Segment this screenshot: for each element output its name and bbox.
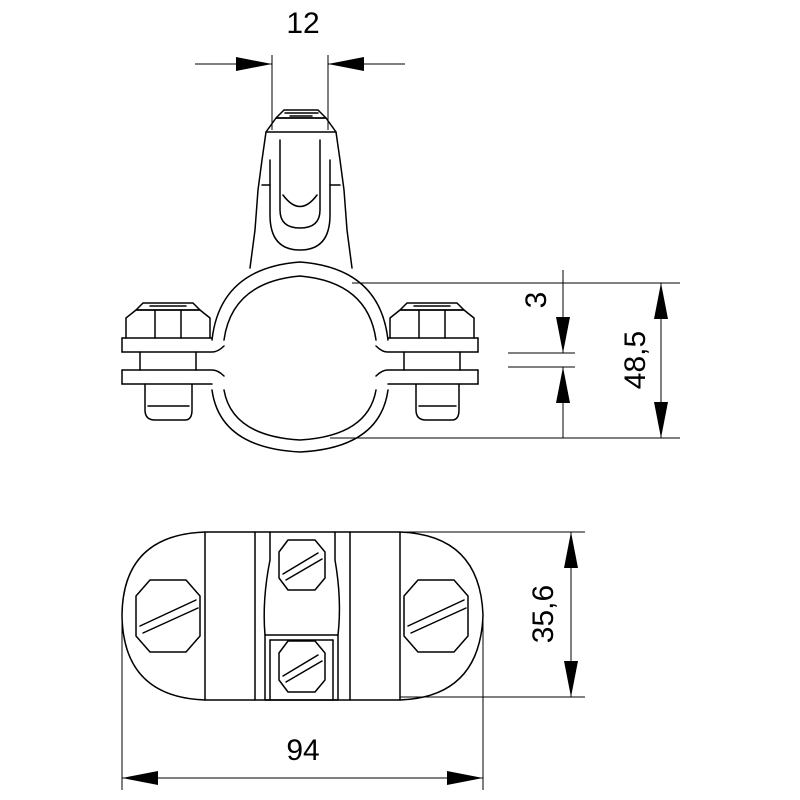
hex-bolt-right (403, 579, 469, 653)
dimension-clamp-height: 48,5 (330, 282, 680, 439)
dimension-label-35-6: 35,6 (527, 585, 560, 643)
clamp-front-view (121, 109, 479, 453)
hex-bolt-center (278, 640, 326, 693)
hex-bolt-top (278, 539, 326, 591)
clamp-band (121, 261, 479, 453)
dimension-label-3: 3 (520, 292, 553, 309)
hex-bolt-left (135, 579, 201, 653)
dimension-base-height: 35,6 (400, 531, 585, 698)
dimension-band-thickness: 3 (508, 270, 575, 438)
top-bolt (249, 109, 353, 269)
left-bolt (125, 302, 211, 421)
right-bolt (389, 302, 475, 421)
dimension-label-94: 94 (286, 734, 319, 767)
dimension-label-12: 12 (286, 7, 319, 40)
dimension-label-48-5: 48,5 (619, 331, 652, 389)
dimension-bolt-width: 12 (195, 7, 405, 130)
clamp-plan-view (121, 531, 484, 701)
dimension-total-length: 94 (121, 615, 484, 790)
